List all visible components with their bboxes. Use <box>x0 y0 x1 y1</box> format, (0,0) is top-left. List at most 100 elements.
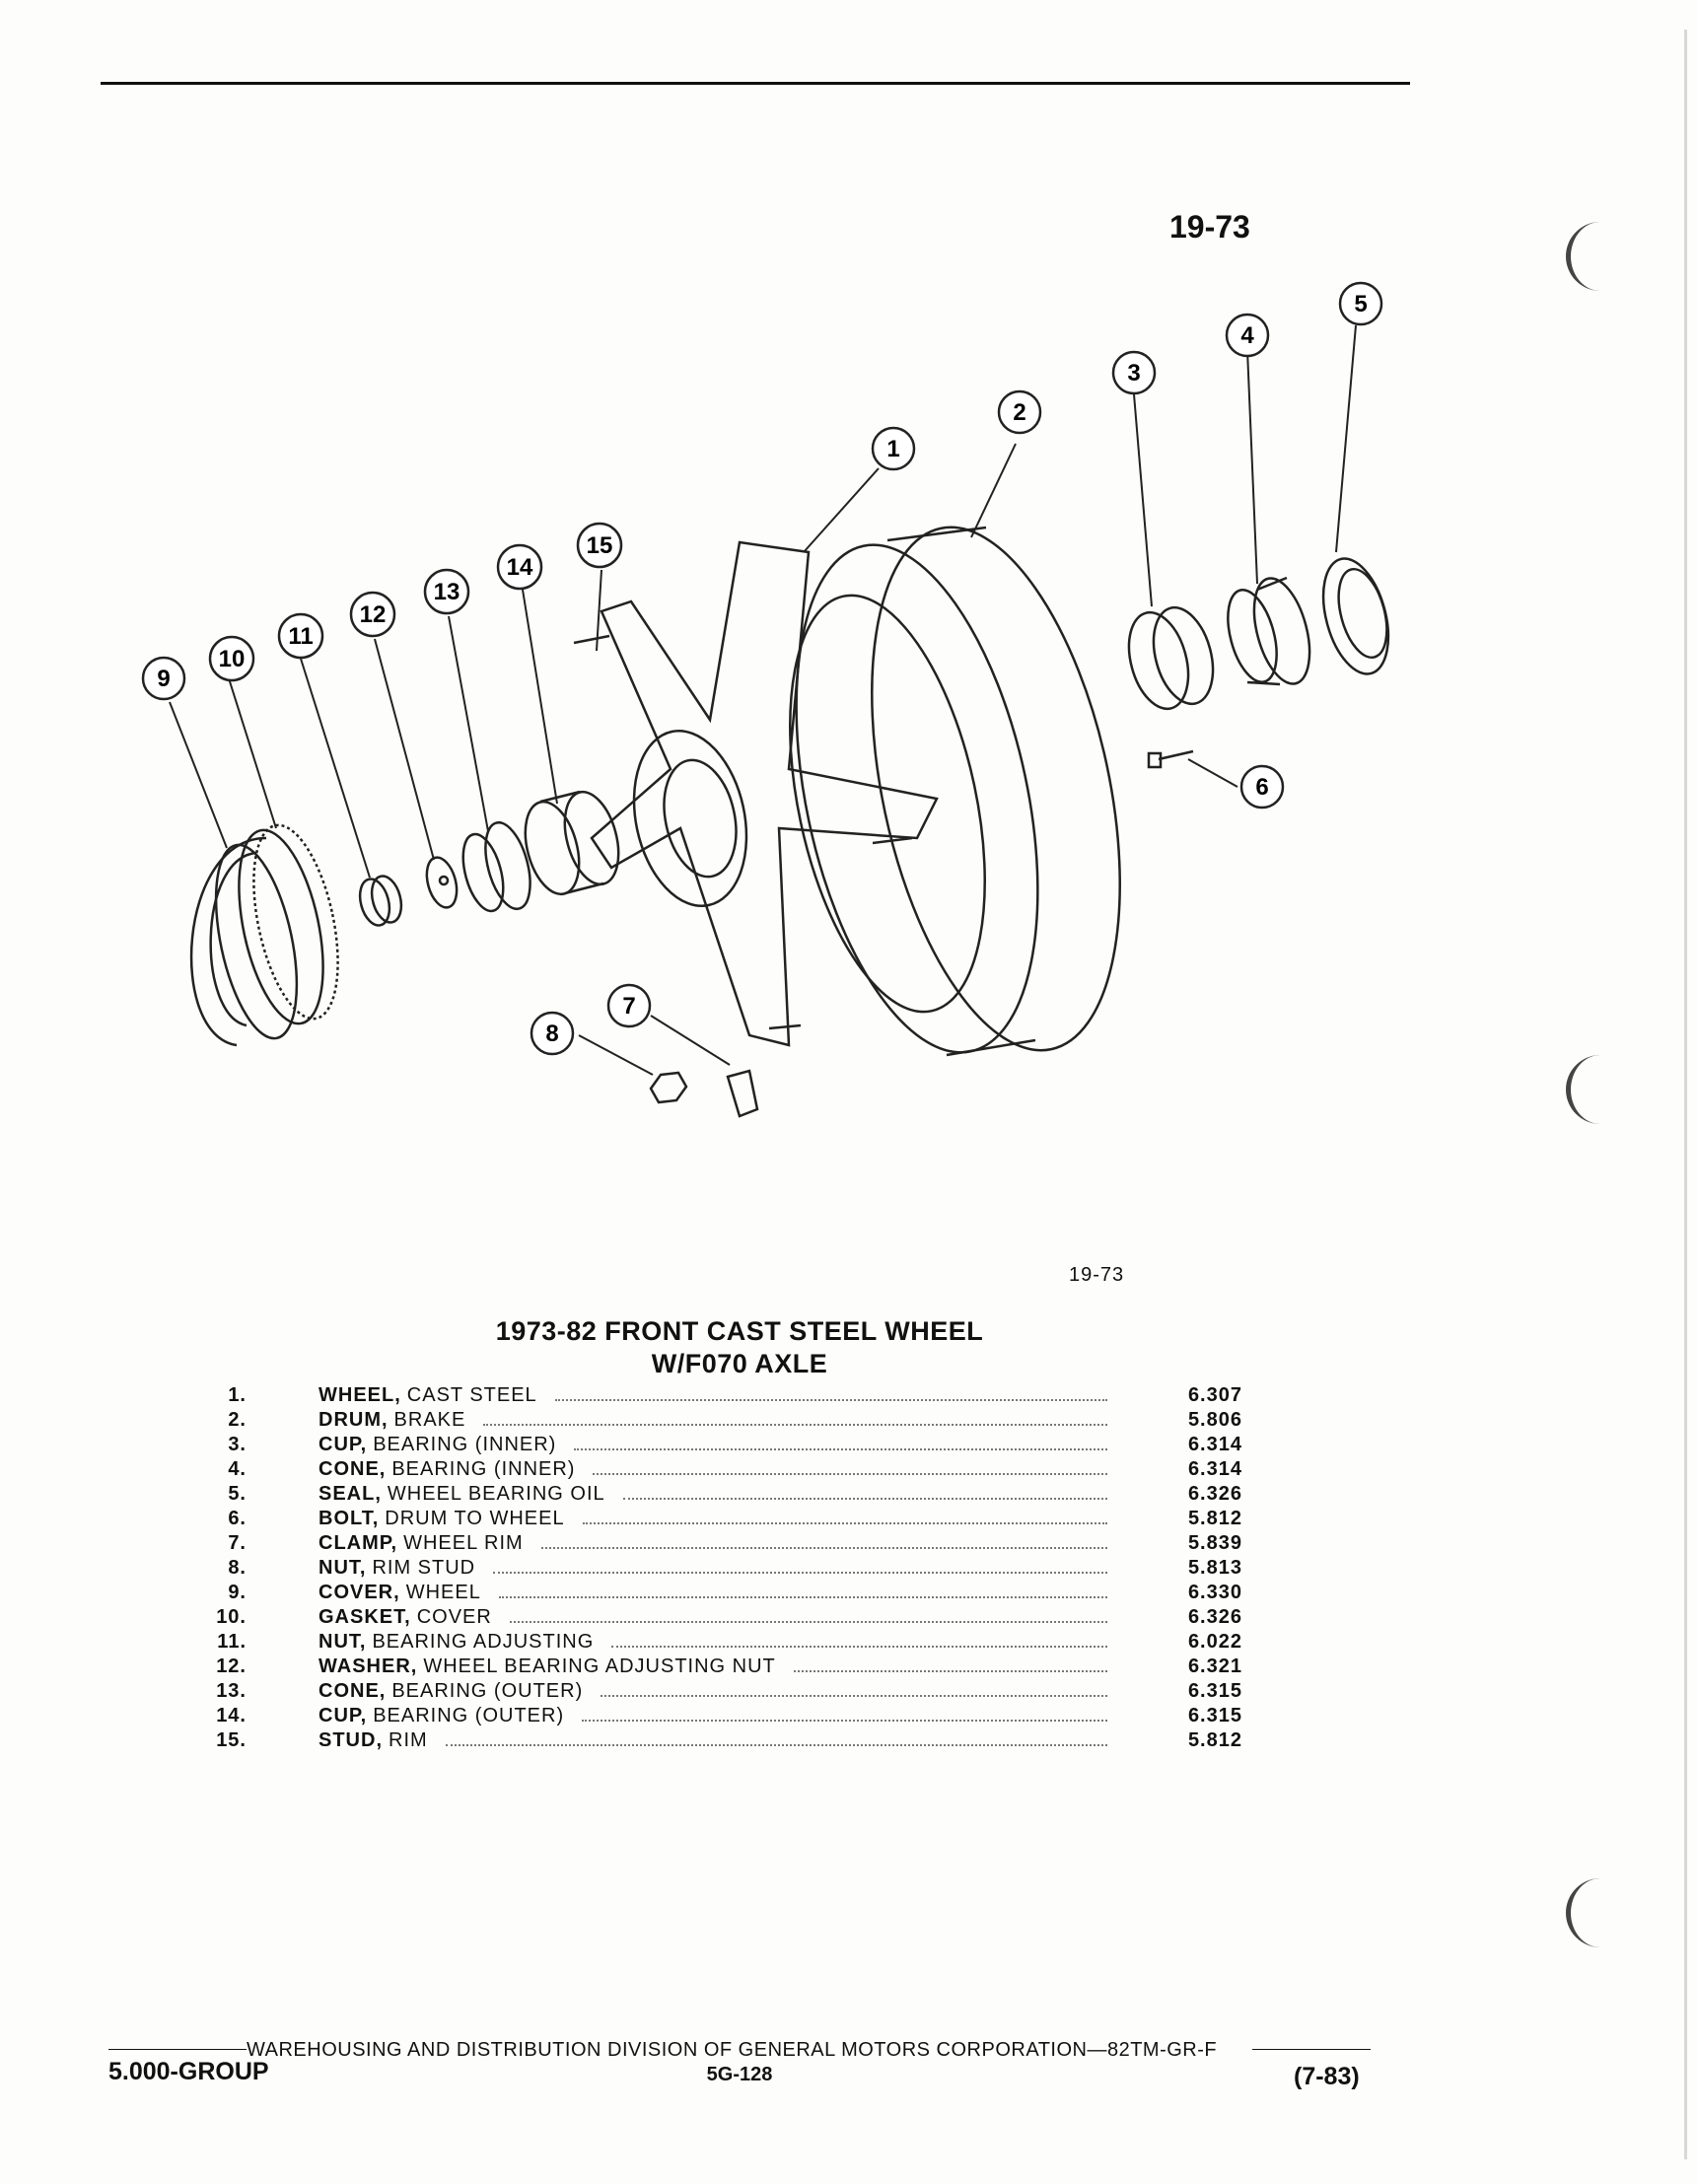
callout-5: 5 <box>1338 281 1383 326</box>
svg-text:8: 8 <box>545 1021 558 1047</box>
item-number: 11. <box>217 1631 247 1653</box>
dot-leader <box>540 1546 1107 1549</box>
item-description: WHEEL,CAST STEEL <box>318 1384 1117 1407</box>
item-name: CONE, <box>318 1680 387 1702</box>
item-number: 4. <box>228 1458 247 1480</box>
brake-drum-part <box>789 526 1121 1057</box>
footer-division: WAREHOUSING AND DISTRIBUTION DIVISION OF… <box>247 2039 1218 2061</box>
item-group-reference: 5.839 <box>1187 1532 1242 1554</box>
item-description: SEAL,WHEEL BEARING OIL <box>318 1483 1117 1506</box>
adjusting-nut-part <box>358 875 403 927</box>
item-description: WASHER,WHEEL BEARING ADJUSTING NUT <box>318 1656 1117 1678</box>
dot-leader <box>793 1669 1107 1672</box>
svg-text:10: 10 <box>219 646 246 672</box>
item-name: DRUM, <box>318 1409 389 1431</box>
item-description: CLAMP,WHEEL RIM <box>318 1532 1117 1555</box>
item-group-reference: 6.326 <box>1187 1483 1242 1505</box>
item-number: 12. <box>216 1656 247 1677</box>
item-number: 7. <box>228 1532 247 1554</box>
item-qualifier: CAST STEEL <box>406 1384 537 1406</box>
svg-text:9: 9 <box>157 666 170 692</box>
dot-leader <box>498 1595 1107 1598</box>
item-group-reference: 6.022 <box>1187 1631 1242 1653</box>
callout-15: 15 <box>576 522 623 569</box>
svg-text:13: 13 <box>434 579 460 605</box>
item-qualifier: BEARING (OUTER) <box>391 1680 584 1702</box>
item-description: GASKET,COVER <box>318 1606 1117 1629</box>
adjusting-washer-part <box>425 856 459 909</box>
callout-1: 1 <box>871 426 916 471</box>
item-qualifier: WHEEL BEARING ADJUSTING NUT <box>423 1656 776 1677</box>
item-name: STUD, <box>318 1729 383 1751</box>
item-name: NUT, <box>318 1631 367 1653</box>
item-description: NUT,BEARING ADJUSTING <box>318 1631 1117 1654</box>
item-description: CUP,BEARING (INNER) <box>318 1434 1117 1456</box>
item-name: GASKET, <box>318 1606 411 1628</box>
item-group-reference: 6.314 <box>1187 1458 1242 1480</box>
cast-wheel-part <box>573 540 939 1047</box>
figure-caption-code: 19-73 <box>1069 1264 1125 1286</box>
parts-list-item: 7. CLAMP,WHEEL RIM 5.839 <box>197 1532 1242 1557</box>
dot-leader <box>554 1398 1107 1401</box>
svg-text:3: 3 <box>1127 360 1140 387</box>
callout-labels: 1 2 3 4 5 6 7 8 9 10 11 12 13 14 15 <box>141 281 1383 1056</box>
callout-11: 11 <box>277 612 324 660</box>
item-qualifier: BEARING ADJUSTING <box>372 1631 595 1653</box>
page-number: 5G-128 <box>706 2064 773 2085</box>
callout-12: 12 <box>349 591 396 638</box>
header-rule <box>101 82 1410 85</box>
cover-gasket-part <box>238 823 339 1025</box>
footer-rule-left <box>108 2049 247 2050</box>
svg-text:4: 4 <box>1240 322 1254 349</box>
item-group-reference: 6.307 <box>1187 1384 1242 1406</box>
item-qualifier: WHEEL RIM <box>403 1532 524 1554</box>
item-qualifier: RIM <box>389 1729 428 1751</box>
binder-hole-bottom <box>1566 1878 1610 1947</box>
item-group-reference: 6.330 <box>1187 1582 1242 1603</box>
svg-text:6: 6 <box>1255 774 1268 801</box>
callout-3: 3 <box>1111 350 1157 395</box>
figure-code: 19-73 <box>1169 209 1250 245</box>
parts-list-subtitle: W/F070 AXLE <box>651 1349 828 1378</box>
svg-text:12: 12 <box>360 601 387 628</box>
item-number: 14. <box>216 1705 247 1726</box>
svg-text:1: 1 <box>886 436 899 462</box>
group-number: 5.000-GROUP <box>108 2058 269 2085</box>
item-qualifier: RIM STUD <box>372 1557 476 1579</box>
svg-text:7: 7 <box>622 993 635 1020</box>
parts-list-title: 1973-82 FRONT CAST STEEL WHEEL <box>495 1316 984 1346</box>
item-name: BOLT, <box>318 1508 380 1529</box>
item-number: 13. <box>216 1680 247 1702</box>
item-description: STUD, RIM <box>318 1729 1117 1752</box>
binder-hole-middle <box>1566 1055 1610 1124</box>
callout-8: 8 <box>530 1011 575 1056</box>
item-qualifier: WHEEL <box>405 1582 481 1603</box>
dot-leader <box>582 1719 1107 1722</box>
bearing-cup-inner-part <box>1127 605 1215 711</box>
item-description: CONE,BEARING (INNER) <box>318 1458 1117 1481</box>
svg-text:15: 15 <box>587 532 613 559</box>
wheel-cover-part <box>189 836 299 1047</box>
item-number: 2. <box>228 1409 247 1431</box>
page-edge-shadow <box>1684 30 1687 2159</box>
callout-2: 2 <box>997 389 1042 435</box>
revision-date: (7-83) <box>1294 2063 1360 2090</box>
item-group-reference: 6.315 <box>1187 1680 1242 1702</box>
svg-text:11: 11 <box>288 623 313 650</box>
svg-text:5: 5 <box>1354 291 1367 317</box>
item-number: 8. <box>228 1557 247 1579</box>
dot-leader <box>483 1423 1107 1426</box>
item-number: 15. <box>216 1729 247 1751</box>
item-qualifier: COVER <box>416 1606 492 1628</box>
item-name: CUP, <box>318 1434 368 1455</box>
svg-text:2: 2 <box>1013 399 1025 426</box>
item-number: 3. <box>228 1434 247 1455</box>
dot-leader <box>574 1447 1107 1450</box>
item-name: WASHER, <box>318 1656 418 1677</box>
